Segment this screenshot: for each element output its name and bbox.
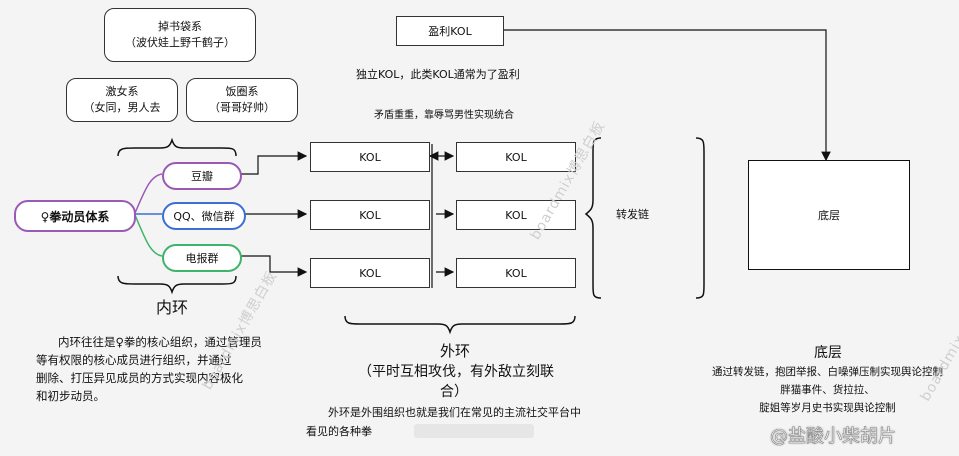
kol-label: KOL	[359, 150, 381, 164]
group-fandom: 饭圈系 （哥哥好帅）	[186, 78, 298, 122]
kol-box: KOL	[310, 200, 430, 230]
kol-box: KOL	[456, 142, 576, 172]
inner-ring-desc-line: 删除、打压异见成员的方式实现内容极化	[36, 371, 243, 385]
outer-ring-title: 外环	[440, 342, 471, 360]
outer-ring-desc-line: 外环是外围组织也就是我们在常见的主流社交平台中	[328, 406, 581, 419]
bottom-layer-desc-line: 胖猫事件、货拉拉、	[780, 384, 875, 396]
channel-qq-wechat: QQ、微信群	[162, 202, 246, 230]
kol-box: KOL	[456, 258, 576, 288]
inner-ring-desc-line: 等有权限的核心成员进行组织，并通过	[36, 353, 232, 367]
bottom-layer-desc-line: 腚姐等岁月史书实现舆论控制	[759, 402, 896, 414]
bottom-layer-box: 底层	[748, 160, 910, 270]
kol-label: KOL	[505, 266, 527, 280]
relay-chain-label: 转发链	[616, 208, 649, 221]
kol-label: KOL	[505, 150, 527, 164]
independent-kol-note: 独立KOL，此类KOL通常为了盈利	[356, 68, 520, 81]
outer-ring-sub-line: （平时互相攻伐，有外敌立刻联	[358, 364, 554, 380]
group-fandom-sub: （哥哥好帅）	[209, 101, 275, 114]
footer-brand: @盐酸小柴胡片	[770, 426, 897, 448]
channel-qq-wechat-label: QQ、微信群	[173, 210, 235, 223]
outer-ring-sub: （平时互相攻伐，有外敌立刻联 合）	[358, 362, 578, 402]
profit-kol-box: 盈利KOL	[396, 16, 504, 46]
outer-ring-desc-line: 看见的各种拳	[306, 425, 372, 438]
outer-ring-sub-line: 合）	[440, 384, 468, 400]
group-radical-title: 激女系	[105, 85, 139, 98]
inner-ring-desc: 内环往往是♀拳的核心组织，通过管理员 等有权限的核心成员进行组织，并通过 删除、…	[36, 333, 306, 405]
group-bookish: 掉书袋系 （波伏娃上野千鹤子）	[104, 8, 256, 62]
bottom-layer-title: 底层	[814, 345, 842, 361]
conflict-note: 矛盾重重，靠辱骂男性实现统合	[374, 110, 514, 121]
group-fandom-title: 饭圈系	[225, 85, 259, 98]
bottom-layer-desc-line: 通过转发链，抱团举报、白噪弹压制实现舆论控制	[712, 366, 943, 378]
kol-label: KOL	[359, 266, 381, 280]
bottom-layer-desc: 通过转发链，抱团举报、白噪弹压制实现舆论控制 胖猫事件、货拉拉、 腚姐等岁月史书…	[700, 363, 955, 417]
main-node: ♀拳动员体系	[14, 200, 136, 232]
channel-telegram-label: 电报群	[185, 252, 219, 265]
main-node-label: ♀拳动员体系	[40, 209, 110, 224]
redaction-block	[414, 424, 534, 438]
inner-ring-title: 内环	[156, 298, 189, 317]
kol-box: KOL	[310, 258, 430, 288]
channel-douban-label: 豆瓣	[191, 170, 213, 183]
channel-telegram: 电报群	[162, 244, 242, 272]
kol-label: KOL	[359, 208, 381, 222]
kol-box: KOL	[456, 200, 576, 230]
channel-douban: 豆瓣	[162, 162, 242, 190]
kol-box: KOL	[310, 142, 430, 172]
outer-ring-desc: 外环是外围组织也就是我们在常见的主流社交平台中 看见的各种拳	[306, 403, 646, 441]
group-bookish-sub: （波伏娃上野千鹤子）	[125, 36, 235, 49]
bottom-layer-box-label: 底层	[818, 209, 840, 222]
inner-ring-desc-line: 内环往往是♀拳的核心组织，通过管理员	[58, 335, 262, 349]
group-radical-sub: （女同，男人去	[83, 101, 161, 114]
group-bookish-title: 掉书袋系	[158, 20, 202, 33]
kol-label: KOL	[505, 208, 527, 222]
group-radical: 激女系 （女同，男人去	[66, 78, 178, 122]
profit-kol-label: 盈利KOL	[428, 25, 472, 38]
inner-ring-desc-line: 和初步动员。	[36, 389, 105, 403]
